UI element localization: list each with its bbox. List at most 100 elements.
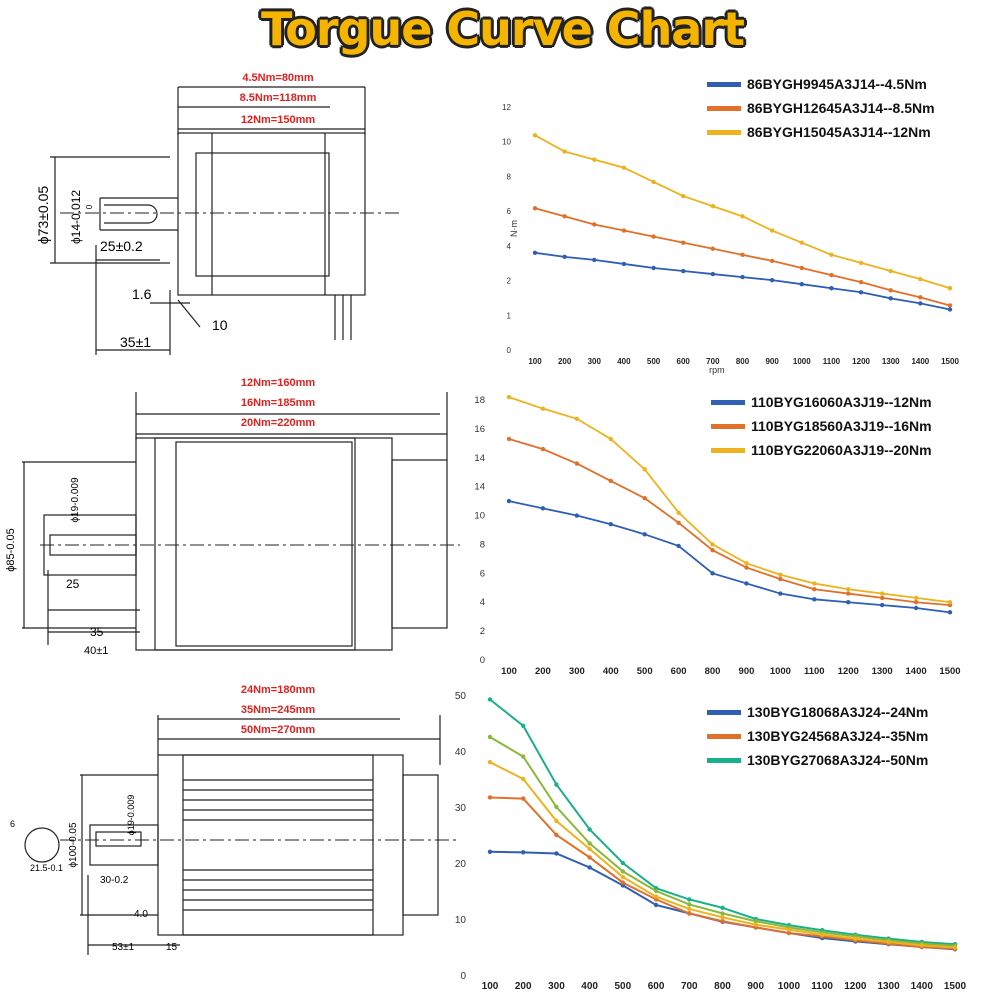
x-tick-label: 400	[617, 357, 631, 366]
legend-swatch	[707, 757, 741, 763]
data-point	[620, 869, 626, 874]
data-point	[720, 911, 725, 916]
data-point	[952, 945, 958, 950]
data-point	[740, 252, 745, 258]
dim-label: ϕ14-0.012	[69, 190, 83, 244]
y-tick-label: 0	[460, 971, 466, 982]
data-point	[829, 286, 834, 291]
data-point	[651, 234, 656, 239]
data-point	[587, 865, 592, 870]
x-tick-label: 900	[739, 666, 755, 677]
legend-86: 86BYGH9945A3J14--4.5Nm 86BYGH12645A3J14-…	[707, 72, 935, 144]
data-point	[753, 919, 758, 924]
data-point	[744, 561, 749, 566]
dim-label: 25	[66, 577, 80, 591]
legend-label: 110BYG18560A3J19--16Nm	[751, 418, 932, 434]
data-point	[769, 277, 775, 283]
data-point	[888, 268, 893, 274]
x-tick-label: 1200	[852, 357, 870, 366]
data-point	[947, 610, 953, 615]
data-point	[642, 496, 647, 501]
data-point	[608, 522, 613, 527]
data-point	[879, 602, 885, 608]
data-point	[521, 796, 526, 801]
x-tick-label: 1500	[941, 357, 959, 366]
data-point	[620, 874, 626, 880]
data-point	[540, 406, 546, 411]
data-point	[778, 576, 783, 582]
data-point	[521, 723, 526, 728]
x-tick-label: 1200	[838, 666, 859, 677]
data-point	[913, 605, 919, 611]
x-tick-label: 500	[647, 357, 661, 366]
x-tick-label: 600	[671, 666, 687, 677]
y-tick-label: 10	[474, 511, 485, 522]
data-point	[608, 478, 613, 484]
x-tick-label: 1200	[844, 981, 867, 990]
series-line	[508, 500, 951, 614]
x-tick-label: 200	[558, 357, 572, 366]
dim-label: ϕ19-0.009	[126, 795, 136, 836]
data-point	[888, 296, 893, 301]
data-point	[744, 565, 749, 570]
data-point	[620, 860, 626, 866]
x-tick-label: 1000	[770, 666, 791, 677]
data-point	[651, 265, 656, 271]
x-tick-label: 1400	[911, 981, 934, 990]
x-tick-label: 1000	[793, 357, 811, 366]
x-tick-label: 100	[482, 981, 499, 990]
y-tick-label: 8	[507, 172, 512, 181]
y-tick-label: 16	[474, 424, 485, 435]
x-tick-label: 1300	[882, 357, 900, 366]
data-point	[769, 228, 775, 233]
series-line	[534, 251, 951, 311]
length-label: 20Nm=220mm	[241, 417, 316, 429]
x-tick-label: 200	[515, 981, 532, 990]
x-tick-label: 600	[677, 357, 691, 366]
dim-label: 4.0	[134, 909, 148, 920]
data-point	[687, 906, 692, 912]
data-point	[487, 795, 493, 800]
data-point	[918, 295, 923, 300]
x-tick-label: 400	[603, 666, 619, 677]
data-point	[676, 510, 681, 515]
legend-label: 130BYG24568A3J24--35Nm	[747, 728, 929, 744]
y-tick-label: 6	[480, 568, 485, 579]
data-point	[879, 595, 885, 601]
x-tick-label: 800	[705, 666, 721, 677]
data-point	[642, 532, 647, 537]
data-point	[487, 760, 493, 765]
y-tick-label: 14	[474, 482, 485, 493]
y-tick-label: 2	[480, 626, 485, 637]
data-point	[799, 265, 804, 271]
data-point	[653, 894, 659, 899]
y-tick-label: 0	[507, 346, 512, 355]
data-point	[540, 446, 546, 452]
data-point	[799, 281, 804, 287]
data-point	[562, 214, 567, 219]
data-point	[506, 394, 512, 400]
data-point	[621, 228, 627, 233]
y-tick-label: 0	[480, 655, 485, 666]
x-tick-label: 900	[765, 357, 779, 366]
length-label: 50Nm=270mm	[241, 724, 316, 736]
data-point	[681, 193, 686, 199]
data-point	[947, 303, 953, 308]
x-tick-label: 1300	[872, 666, 893, 677]
data-point	[621, 261, 627, 267]
y-tick-label: 1	[507, 311, 512, 320]
data-point	[858, 279, 864, 285]
dim-label: ϕ73±0.05	[35, 186, 51, 245]
data-point	[913, 600, 919, 605]
data-point	[687, 897, 692, 902]
data-point	[676, 543, 681, 549]
x-tick-label: 500	[615, 981, 632, 990]
y-tick-label: 10	[502, 138, 511, 147]
data-point	[592, 257, 597, 263]
x-tick-label: 600	[648, 981, 665, 990]
data-point	[720, 919, 725, 924]
x-tick-label: 1400	[906, 666, 927, 677]
